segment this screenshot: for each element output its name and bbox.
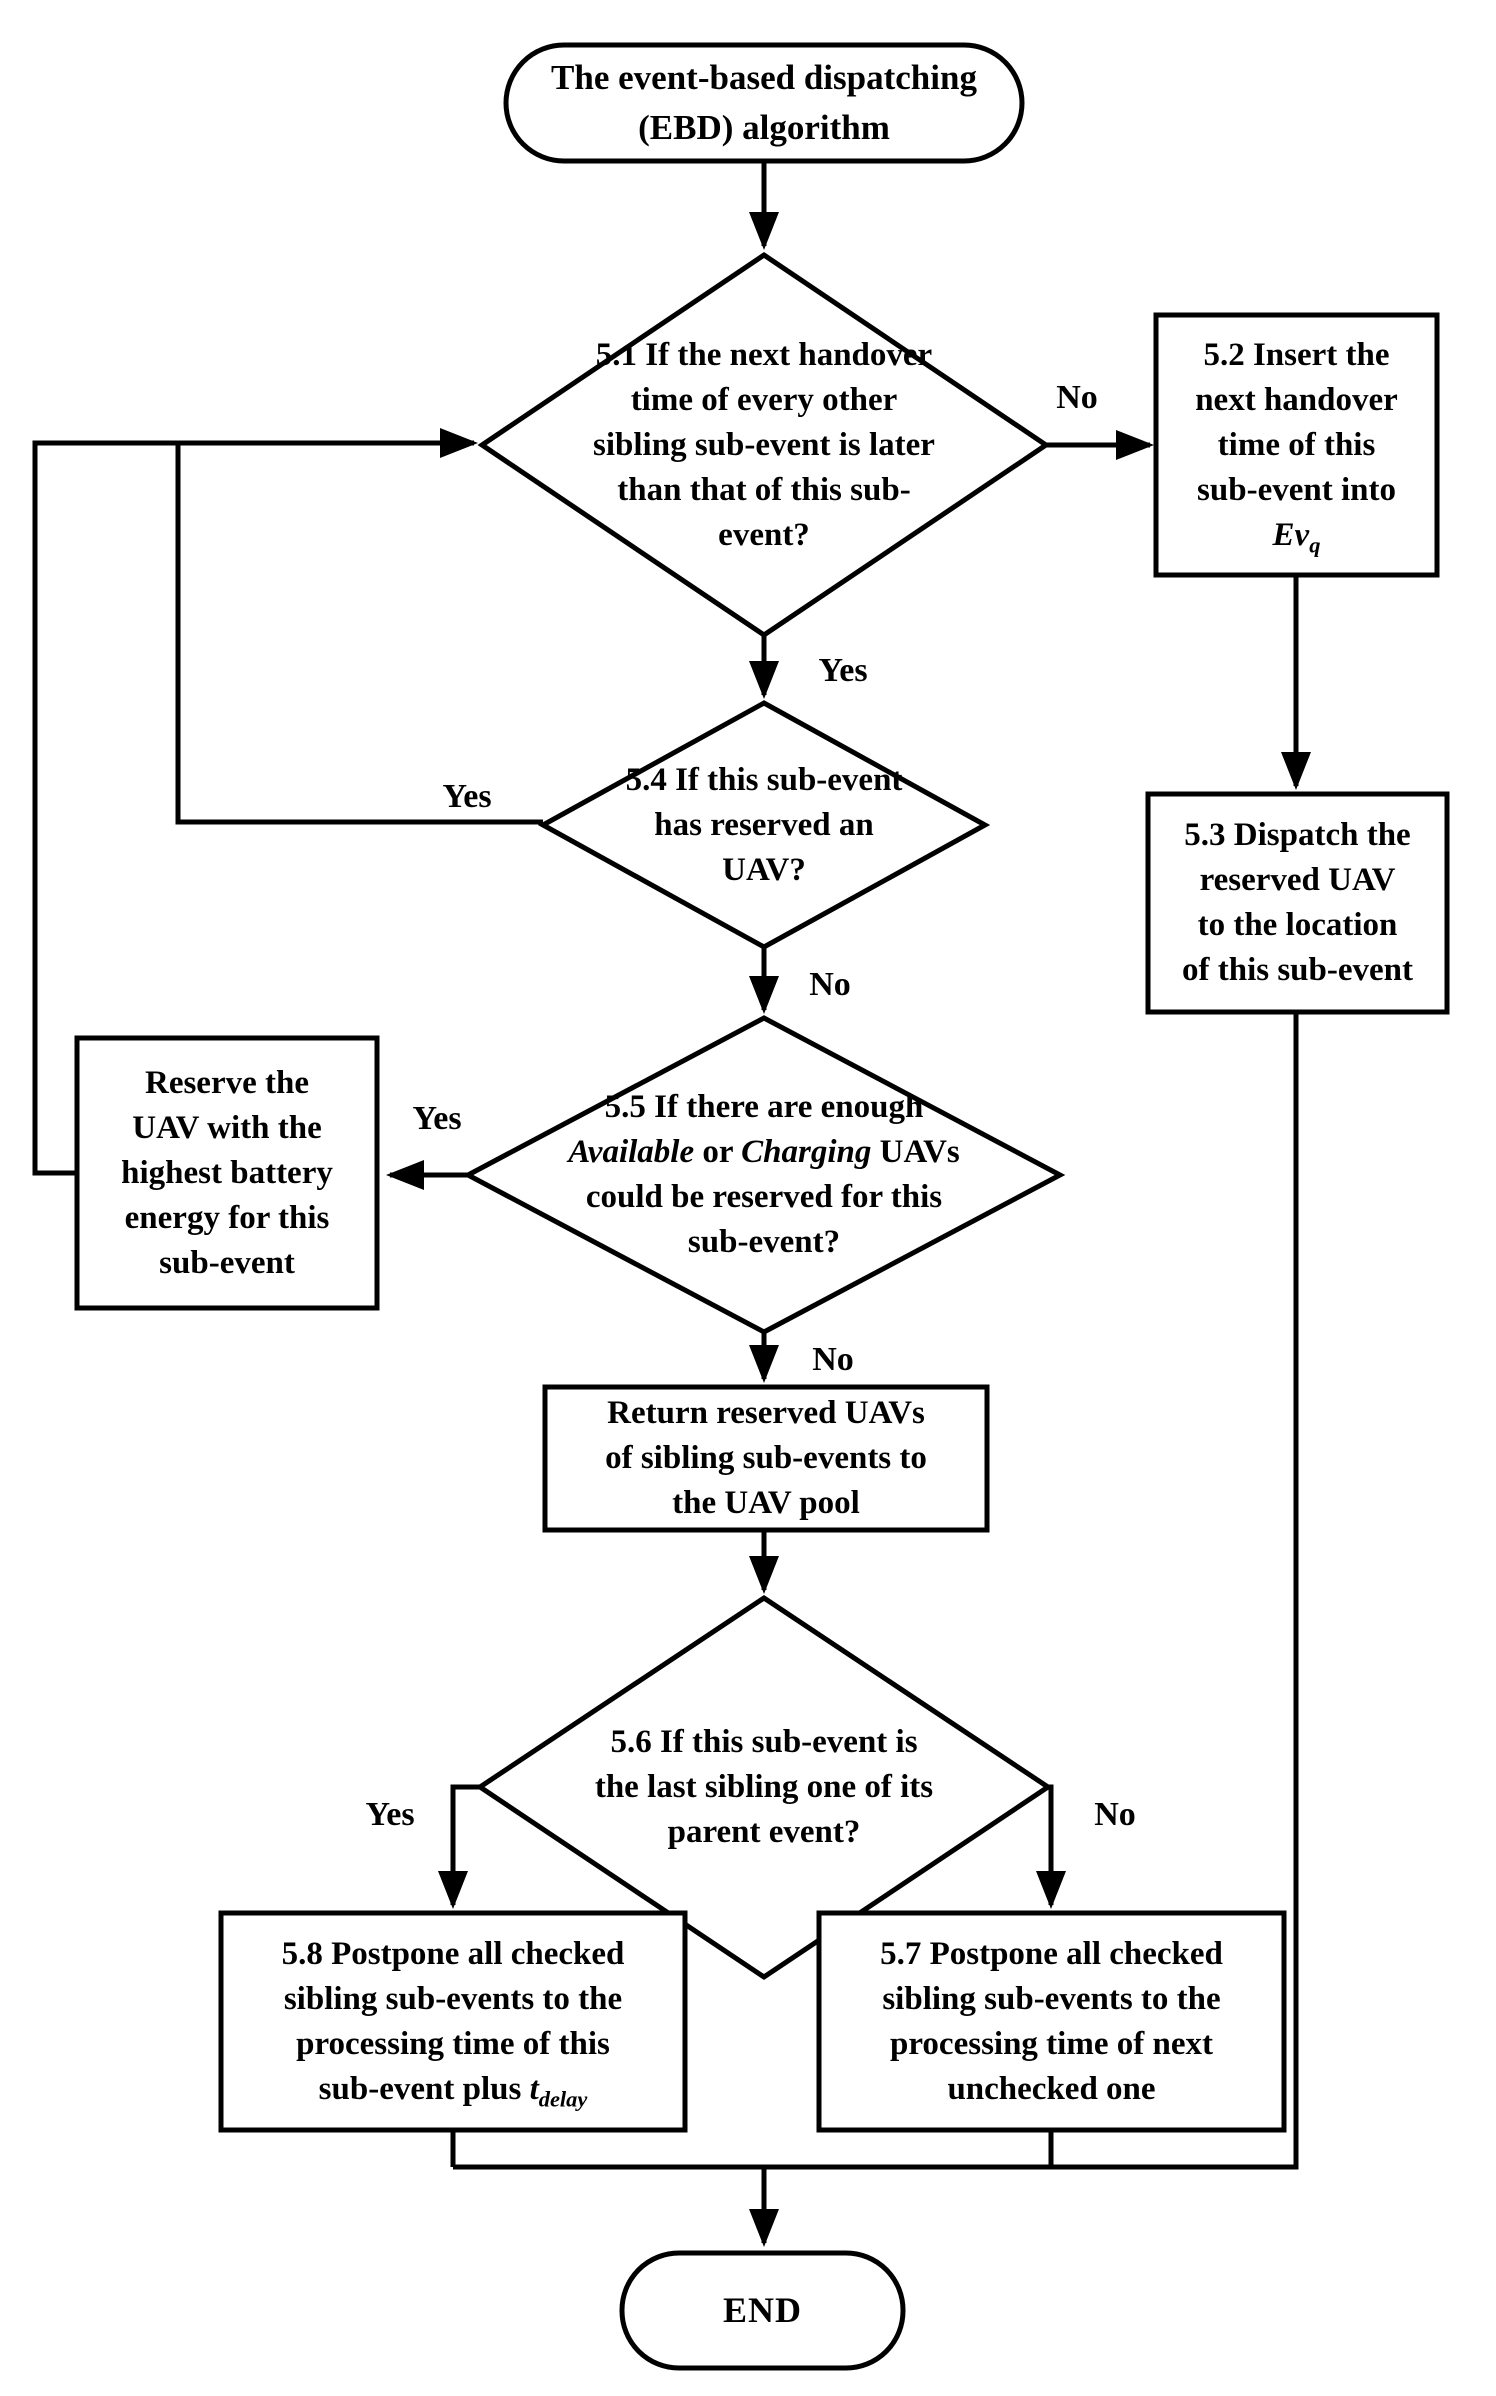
process-5-2-shape <box>1153 312 1440 578</box>
decision-5-6-shape <box>475 1594 1053 1981</box>
process-5-3-shape <box>1145 791 1450 1015</box>
end-node-shape <box>619 2250 906 2371</box>
decision-5-5-shape <box>462 1015 1066 1335</box>
process-5-7-shape <box>816 1910 1287 2133</box>
decision-5-1-shape <box>477 251 1051 639</box>
start-node-shape <box>503 42 1025 164</box>
edge-5-3-down-to-junction <box>453 1012 1299 2170</box>
edge-reserve-feedback-to-5-1 <box>32 428 478 1176</box>
process-5-8-shape <box>218 1910 688 2133</box>
edge-5-6-no-to-5-7 <box>1036 1784 1066 1909</box>
decision-5-4-shape <box>537 700 991 950</box>
process-reserve-shape <box>74 1035 380 1311</box>
edge-5-6-yes-to-5-8 <box>438 1784 480 1909</box>
edge-5-4-yes-feedback <box>175 441 543 825</box>
process-return-shape <box>542 1384 990 1533</box>
